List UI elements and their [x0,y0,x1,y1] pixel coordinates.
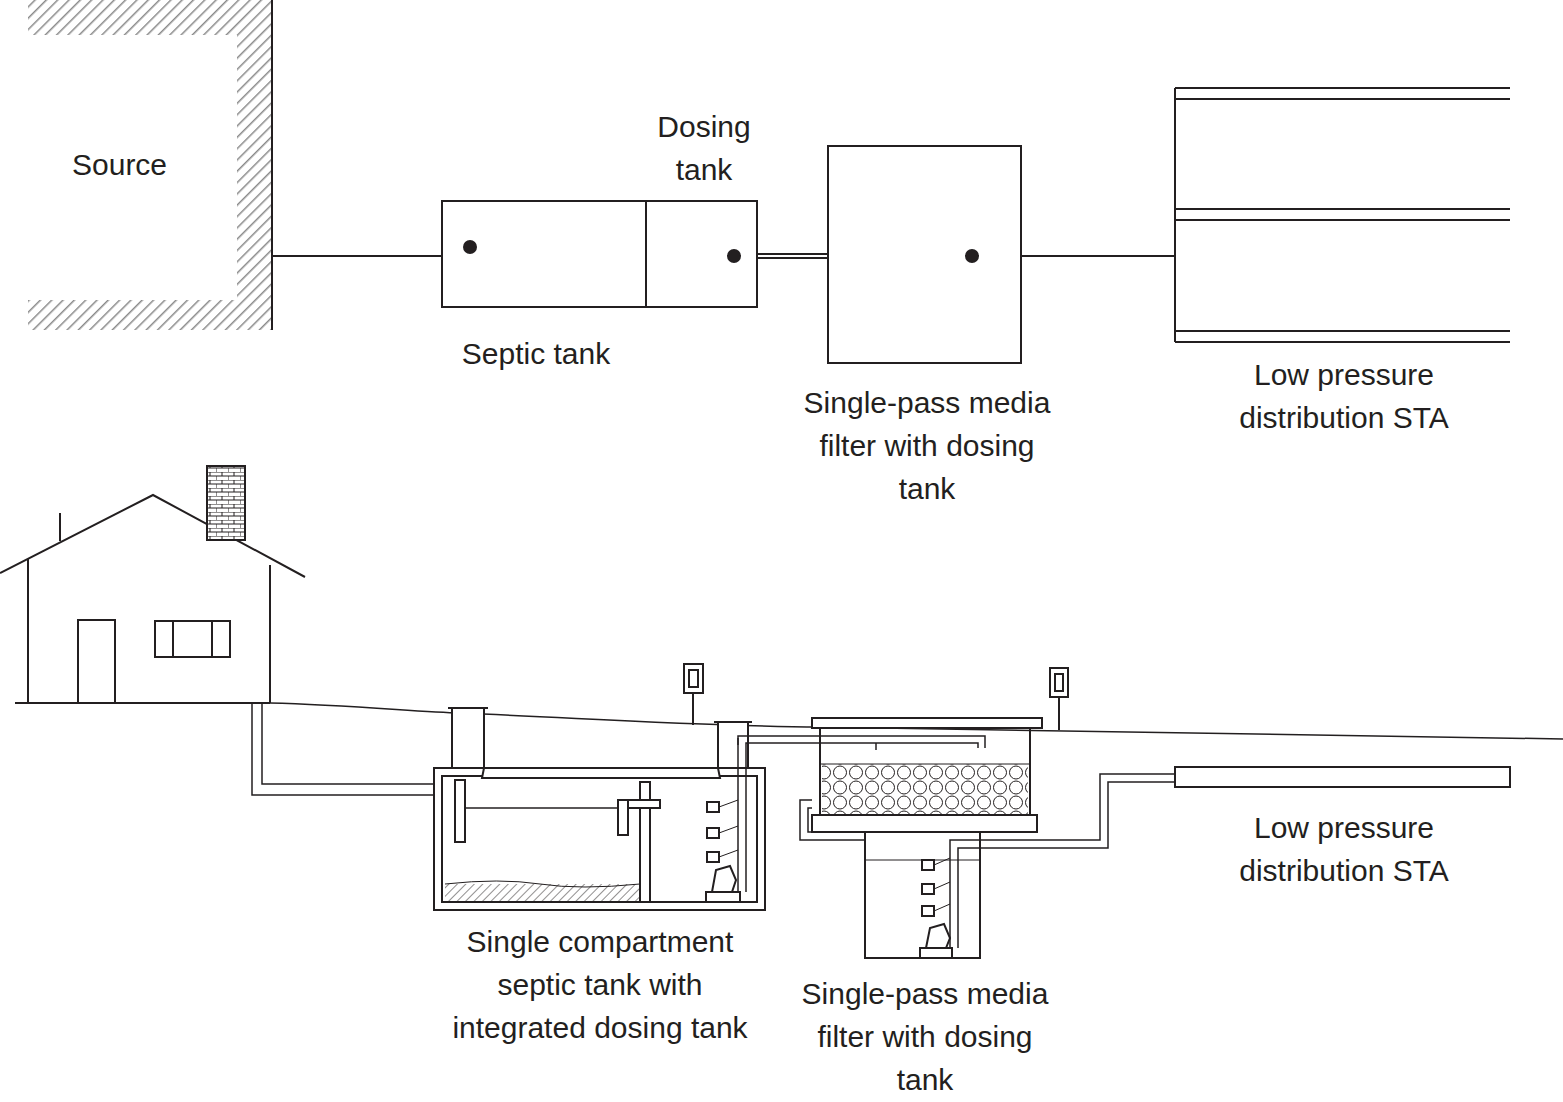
dosing-tank-box: Dosing tank [645,200,758,308]
node-label: Dosing tank [634,105,774,191]
source-building: Source [28,0,272,330]
node-label: Low pressure distribution STA [1209,353,1479,439]
pipe-connector [272,256,441,257]
node-label: Septic tank [406,332,666,375]
node-label: Single-pass media filter with dosing tan… [802,381,1052,510]
pipe-connector [1022,256,1175,257]
sta-trenches: Low pressure distribution STA [1175,88,1510,343]
node-label: Source [72,143,232,186]
component-label: Single compartment septic tank with inte… [435,920,765,1049]
component-label: Single-pass media filter with dosing tan… [800,972,1050,1101]
pipe-connector [758,254,827,258]
component-label: Low pressure distribution STA [1209,806,1479,892]
septic-tank-box: Septic tank [441,200,647,308]
media-filter-box: Single-pass media filter with dosing tan… [827,145,1022,364]
